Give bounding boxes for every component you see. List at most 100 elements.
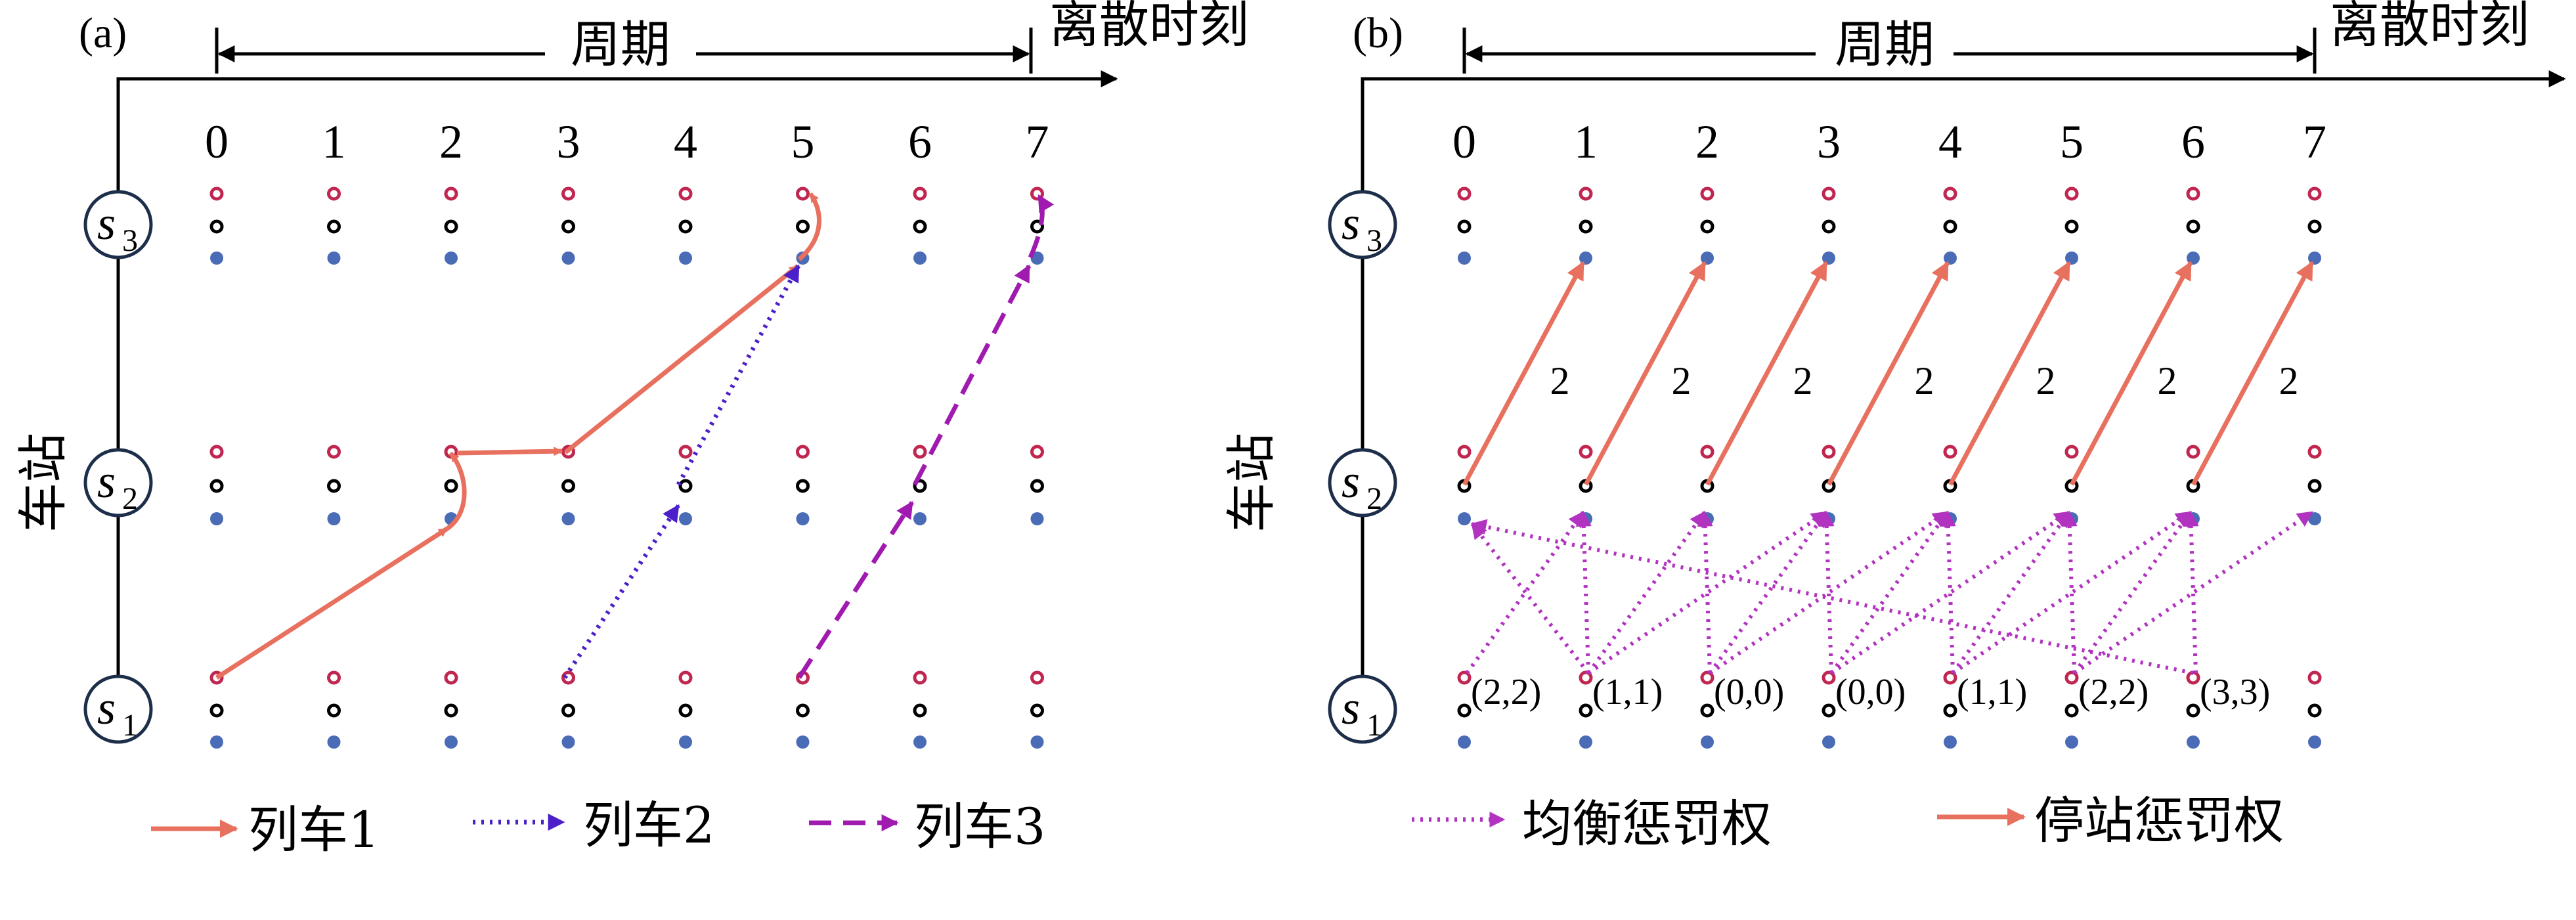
dwell-dot	[327, 703, 341, 718]
balance-weight-label: (0,0)	[1714, 672, 1784, 712]
arrival-dot	[561, 186, 575, 201]
dwell-dot	[796, 703, 810, 718]
arrival-dot	[1943, 186, 1957, 201]
departure-dot	[1701, 735, 1714, 749]
dwell-dot	[1943, 219, 1957, 234]
train-2-path	[563, 264, 801, 679]
stop-penalty-arc	[2069, 261, 2193, 486]
tick-label: 5	[2060, 116, 2084, 168]
dwell-dot	[1700, 219, 1714, 234]
arrival-dot	[1943, 670, 1957, 685]
stop-penalty-arc	[2191, 261, 2315, 486]
arrival-dot	[1030, 670, 1044, 685]
dwell-dot	[1700, 703, 1714, 718]
balance-penalty-arc	[1709, 510, 1949, 675]
departure-dot	[1944, 735, 1957, 749]
departure-dot	[1030, 735, 1044, 749]
panel-b-label: (b)	[1353, 9, 1403, 57]
station-circle	[1328, 190, 1397, 259]
station-circle	[1328, 674, 1397, 744]
arrival-dot	[327, 186, 341, 201]
station-circle	[83, 674, 153, 744]
departure-dot	[913, 252, 927, 265]
stop-penalty-arc	[1948, 261, 2072, 486]
departure-dot	[1701, 512, 1714, 525]
departure-dot	[1579, 735, 1592, 749]
balance-penalty-arc	[1940, 510, 1956, 674]
dwell-dot	[913, 219, 927, 234]
dwell-dot	[678, 219, 693, 234]
stop-weight-label: 2	[1672, 359, 1692, 403]
departure-dot	[210, 512, 223, 525]
departure-dot	[561, 252, 575, 265]
dwell-dot	[209, 219, 224, 234]
departure-dot	[327, 512, 341, 525]
balance-penalty-arc	[1830, 510, 2070, 675]
tick-label: 6	[908, 116, 932, 168]
departure-dot	[2065, 735, 2078, 749]
stop-weight-label: 2	[2036, 359, 2056, 403]
arrival-dot	[561, 670, 575, 685]
arrival-dot	[678, 670, 693, 685]
arrival-dot	[327, 670, 341, 685]
arrival-dot	[1457, 670, 1472, 685]
arrival-dot	[1700, 186, 1714, 201]
arrival-dot	[2186, 186, 2200, 201]
dwell-dot	[678, 479, 693, 493]
departure-dot	[210, 252, 223, 265]
station-circle	[1328, 448, 1397, 517]
dwell-dot	[209, 703, 224, 718]
departure-dot	[913, 512, 927, 525]
arrival-dot	[1822, 670, 1836, 685]
arrival-dot	[913, 186, 927, 201]
arrival-dot	[2186, 670, 2200, 685]
departure-dot	[913, 735, 927, 749]
balance-penalty-arc	[1470, 519, 2194, 675]
arrival-dot	[2064, 445, 2079, 459]
arrival-dot	[796, 445, 810, 459]
arrival-dot	[209, 186, 224, 201]
dwell-dot	[913, 703, 927, 718]
dwell-dot	[327, 219, 341, 234]
departure-dot	[1579, 512, 1592, 525]
balance-weight-label: (2,2)	[1471, 672, 1541, 712]
station-name: s	[1342, 197, 1360, 250]
station-subscript: 2	[122, 481, 138, 516]
dwell-dot	[209, 479, 224, 493]
tick-label: 2	[1695, 116, 1719, 168]
dwell-dot	[561, 479, 575, 493]
station-name: s	[97, 197, 116, 250]
stop-penalty-arc	[1583, 261, 1707, 486]
stop-penalty-arc	[1462, 261, 1586, 486]
departure-dot	[679, 735, 692, 749]
station-name: s	[97, 455, 116, 508]
tick-label: 0	[205, 116, 229, 168]
balance-penalty-arc	[1575, 510, 1592, 674]
event-dots	[209, 186, 1044, 749]
arrival-dot	[1822, 186, 1836, 201]
dwell-dot	[1822, 219, 1836, 234]
tick-label: 1	[1574, 116, 1598, 168]
legend-train-2-label: 列车2	[583, 796, 714, 854]
dwell-dot	[2186, 219, 2200, 234]
legend-train-1-label: 列车1	[248, 800, 380, 859]
dwell-dot	[444, 219, 458, 234]
dwell-dot	[1579, 219, 1593, 234]
balance-penalty-arc	[1951, 511, 2071, 674]
balance-weight-label: (3,3)	[2200, 672, 2270, 712]
departure-dot	[1458, 735, 1471, 749]
arrival-dot	[444, 670, 458, 685]
arrival-dot	[1700, 445, 1714, 459]
departure-dot	[796, 735, 810, 749]
train-1-path	[215, 192, 821, 680]
arrival-dot	[1457, 445, 1472, 459]
arrival-dot	[913, 670, 927, 685]
arrival-dot	[2307, 670, 2322, 685]
tick-label: 3	[1817, 116, 1841, 168]
station-axis-label: 车站	[14, 433, 72, 533]
